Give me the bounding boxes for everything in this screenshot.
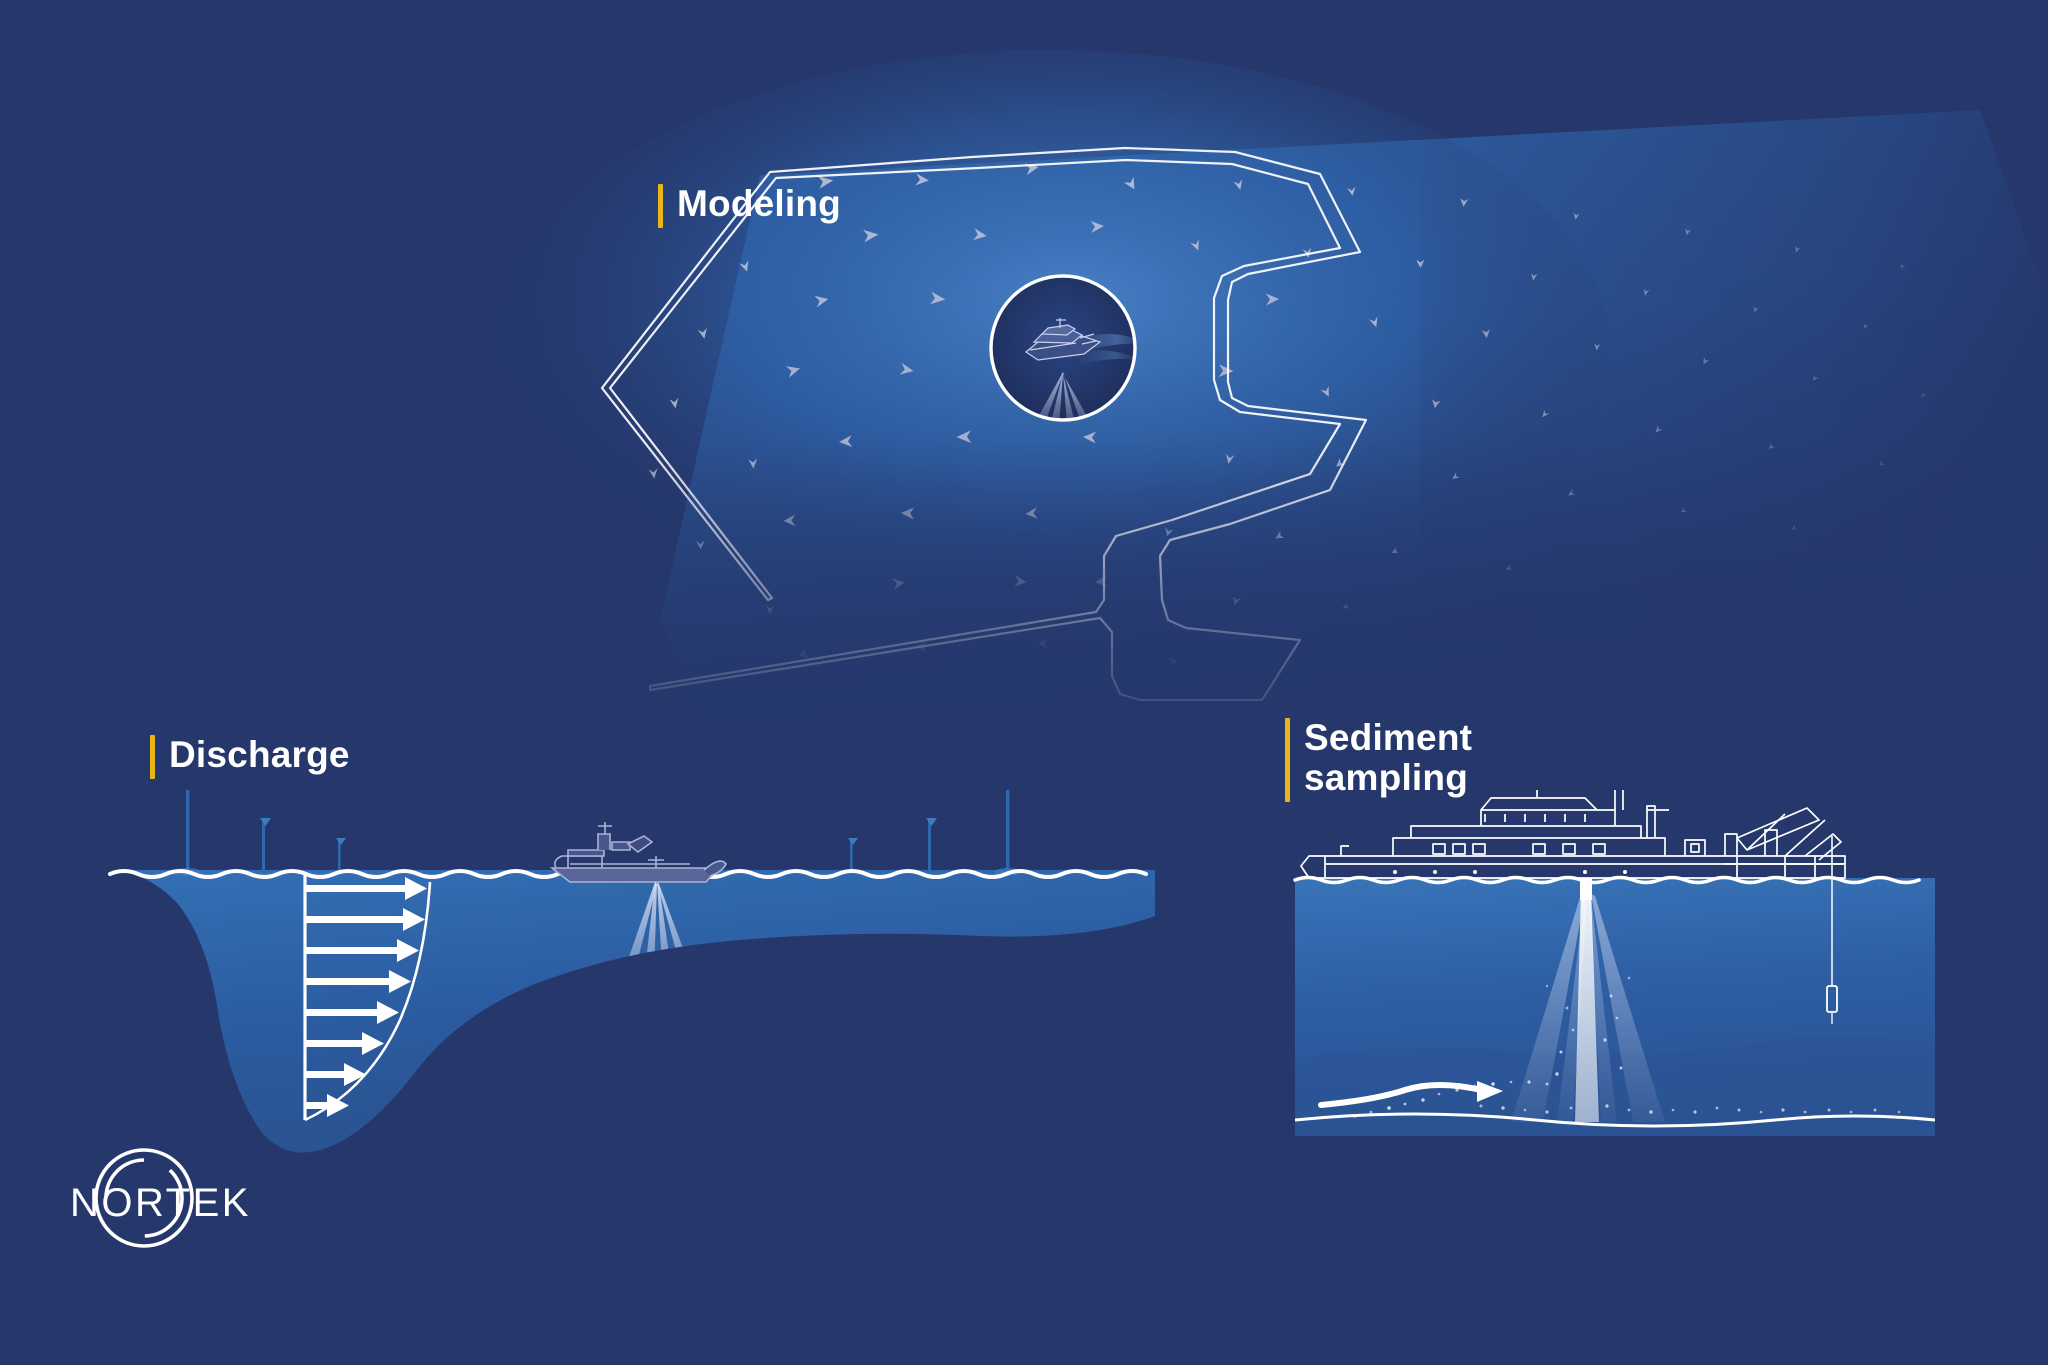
velocity-profile-arrows <box>303 874 432 1122</box>
velocity-arrow <box>305 1032 384 1055</box>
river-cross-section-bed <box>110 870 1155 1153</box>
seabed-profile <box>1295 1036 1935 1136</box>
velocity-arrow <box>305 1001 399 1024</box>
discharge-accent-bar <box>150 735 155 779</box>
survey-boat-side-view <box>549 822 727 883</box>
near-bed-current-arrow <box>1318 1081 1503 1108</box>
wavy-water-surface <box>1293 875 1921 885</box>
suspended-sediment-particles <box>1353 976 1901 1118</box>
sediment-label-text: Sediment sampling <box>1304 717 1473 798</box>
sediment-accent-bar <box>1285 718 1290 802</box>
discharge-graphic <box>108 790 1155 1153</box>
winch-cable-instrument <box>1826 836 1838 1024</box>
marker-pole <box>848 838 858 872</box>
velocity-arrow <box>305 1094 349 1117</box>
velocity-arrow <box>305 1063 366 1086</box>
vessel-adcp-circle-inset <box>989 274 1137 422</box>
modeling-accent-bar <box>658 184 663 228</box>
model-domain-surface <box>490 50 2048 735</box>
modeling-graphic <box>0 0 2048 760</box>
modeling-label: Modeling <box>658 184 841 232</box>
discharge-label-text: Discharge <box>169 734 350 775</box>
nortek-wordmark: NORTEK <box>70 1181 251 1225</box>
research-vessel-side-view <box>1300 790 1846 879</box>
marker-pole <box>926 818 937 872</box>
sediment-sampling-label: Sediment sampling <box>1285 718 1472 810</box>
discharge-panel <box>100 790 1260 1210</box>
velocity-arrow <box>305 908 425 931</box>
marker-pole <box>174 790 201 876</box>
marker-pole <box>336 838 346 872</box>
marker-pole <box>994 790 1021 876</box>
velocity-arrow <box>305 939 419 962</box>
velocity-arrow <box>305 877 427 900</box>
marker-poles-left <box>174 790 346 876</box>
nortek-circles-logo: NORTEK <box>70 1148 251 1248</box>
marker-pole <box>260 818 271 872</box>
sediment-sampling-panel <box>1285 790 1945 1220</box>
marker-poles-right <box>848 790 1021 876</box>
sediment-graphic <box>1293 790 1935 1136</box>
modeling-label-text: Modeling <box>677 183 841 224</box>
modeling-panel <box>0 0 2048 760</box>
inset-vessel-icon <box>1024 318 1102 361</box>
discharge-label: Discharge <box>150 735 350 783</box>
velocity-arrow <box>305 970 411 993</box>
acoustic-beam-fan <box>1511 878 1665 1122</box>
nortek-logo[interactable]: NORTEK <box>62 1140 262 1260</box>
